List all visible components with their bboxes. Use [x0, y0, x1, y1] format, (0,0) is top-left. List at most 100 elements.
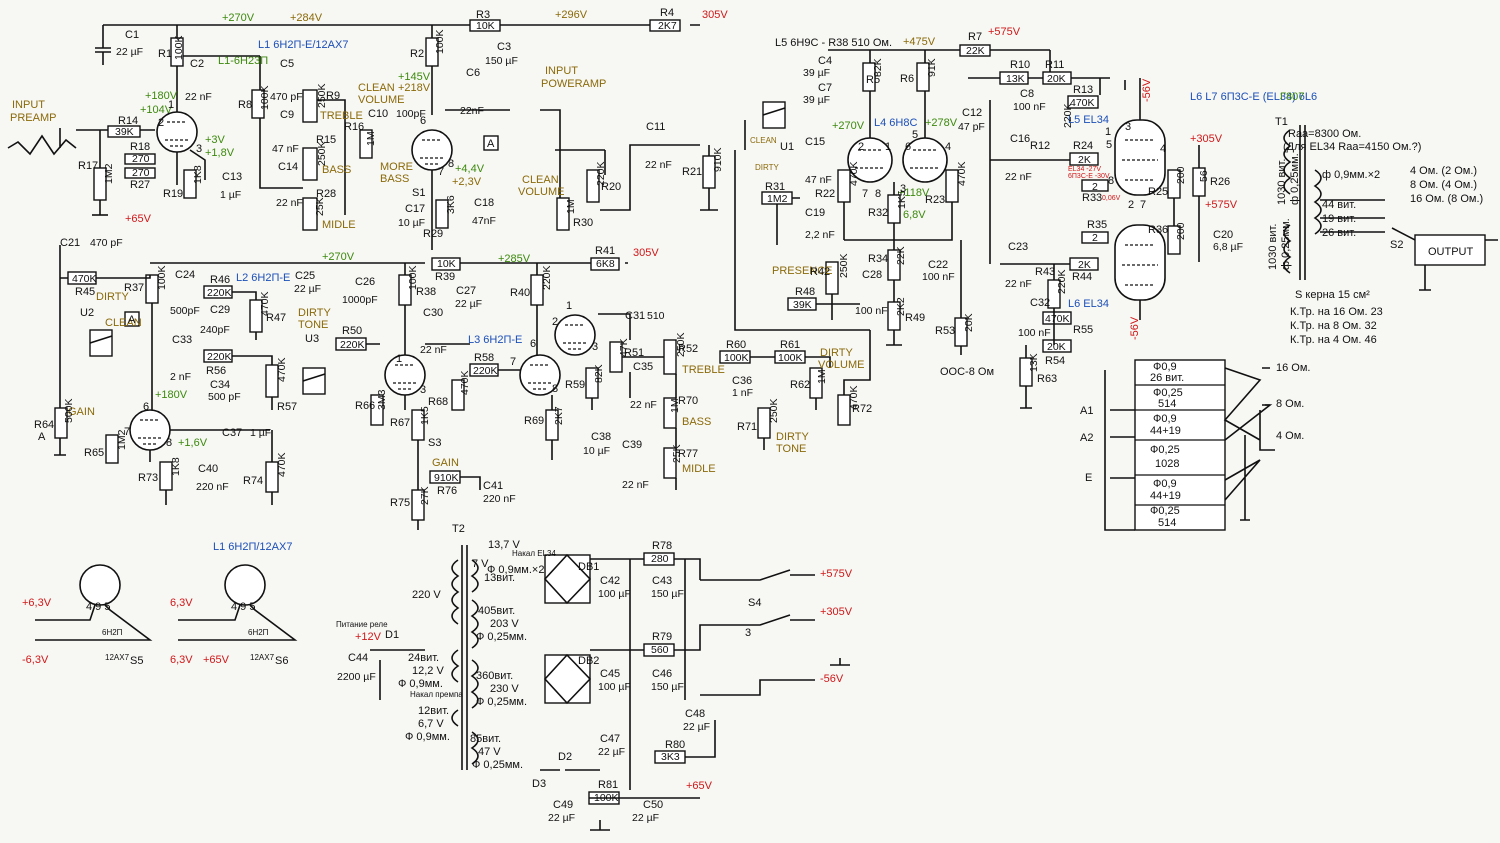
supply-475: +475V — [903, 36, 936, 48]
svg-text:R44: R44 — [1072, 271, 1092, 283]
svg-text:470K: 470K — [1045, 313, 1070, 325]
svg-text:C28: C28 — [862, 269, 882, 281]
svg-text:R60: R60 — [726, 339, 746, 351]
svg-text:U3: U3 — [305, 333, 319, 345]
svg-text:C33: C33 — [172, 334, 192, 346]
svg-text:+2,3V: +2,3V — [452, 176, 482, 188]
svg-text:3: 3 — [900, 183, 906, 195]
svg-text:Ф 0,9мм.: Ф 0,9мм. — [405, 731, 450, 743]
label-clean-volume-b2: VOLUME — [518, 186, 564, 198]
svg-text:47 pF: 47 pF — [958, 121, 985, 133]
svg-text:3: 3 — [745, 627, 751, 639]
svg-text:R26: R26 — [1210, 176, 1230, 188]
svg-text:R65: R65 — [84, 447, 104, 459]
svg-text:405вит.: 405вит. — [478, 605, 515, 617]
svg-text:1030 вит.: 1030 вит. — [1267, 224, 1279, 270]
svg-text:100 nF: 100 nF — [855, 305, 888, 317]
svg-text:1M: 1M — [669, 398, 681, 413]
svg-text:22 nF: 22 nF — [276, 197, 303, 209]
svg-text:R4: R4 — [660, 7, 674, 19]
svg-text:470K: 470K — [848, 385, 860, 410]
svg-text:DB2: DB2 — [578, 655, 599, 667]
svg-text:82K: 82K — [593, 364, 605, 383]
svg-text:56: 56 — [1198, 170, 1210, 182]
svg-text:22 nF: 22 nF — [622, 479, 649, 491]
svg-text:220 V: 220 V — [412, 589, 441, 601]
svg-text:8: 8 — [166, 437, 172, 449]
svg-text:ф 0,9мм.×2: ф 0,9мм.×2 — [1322, 169, 1380, 181]
svg-text:C1: C1 — [125, 29, 139, 41]
svg-text:10 µF: 10 µF — [583, 445, 610, 457]
svg-text:T2: T2 — [452, 523, 465, 535]
svg-text:100pF: 100pF — [396, 108, 426, 120]
svg-text:C10: C10 — [368, 108, 388, 120]
svg-text:C38: C38 — [591, 431, 611, 443]
svg-text:+118V: +118V — [898, 187, 930, 199]
svg-text:E: E — [1085, 472, 1092, 484]
svg-text:220K: 220K — [1056, 269, 1068, 294]
heater-63b: 6,3V — [170, 597, 193, 609]
svg-text:6: 6 — [143, 401, 149, 413]
svg-text:100 µF: 100 µF — [598, 588, 631, 600]
svg-text:250K: 250K — [316, 83, 328, 108]
svg-text:C37: C37 — [222, 427, 242, 439]
svg-text:1K5: 1K5 — [896, 190, 908, 209]
supply-m56: -56V — [1141, 78, 1153, 102]
svg-text:R29: R29 — [423, 228, 443, 240]
svg-text:+145V: +145V — [398, 71, 431, 83]
svg-text:C3: C3 — [497, 41, 511, 53]
label-dirty: DIRTY — [96, 291, 129, 303]
svg-text:R70: R70 — [678, 395, 698, 407]
label-bass: BASS — [322, 164, 351, 176]
svg-text:+104V: +104V — [140, 104, 173, 116]
svg-text:47 nF: 47 nF — [805, 174, 832, 186]
svg-text:S6: S6 — [275, 655, 288, 667]
svg-text:6,8 µF: 6,8 µF — [1213, 241, 1243, 253]
svg-text:C41: C41 — [483, 480, 503, 492]
svg-text:8 Ом. (4 Ом.): 8 Ом. (4 Ом.) — [1410, 179, 1477, 191]
svg-text:22 µF: 22 µF — [294, 283, 321, 295]
svg-text:C30: C30 — [423, 307, 443, 319]
svg-text:Ф0,25: Ф0,25 — [1153, 387, 1183, 399]
svg-text:39K: 39K — [115, 126, 134, 138]
svg-text:R55: R55 — [1073, 324, 1093, 336]
svg-text:26 вит.: 26 вит. — [1322, 227, 1356, 239]
svg-text:470K: 470K — [276, 357, 288, 382]
svg-text:R67: R67 — [390, 417, 410, 429]
svg-text:C7: C7 — [818, 82, 832, 94]
label-presence: PRESENCE — [772, 265, 833, 277]
svg-text:S1: S1 — [412, 187, 425, 199]
svg-text:Накал премпа: Накал премпа — [410, 690, 463, 699]
control-labels: INPUT PREAMP INPUT POWERAMP CLEAN VOLUME… — [10, 65, 1474, 475]
svg-text:25K: 25K — [671, 444, 683, 463]
label-dirty-tone-b2: TONE — [776, 443, 806, 455]
svg-text:R50: R50 — [342, 325, 362, 337]
svg-text:+180V: +180V — [155, 389, 188, 401]
svg-text:250K: 250K — [675, 332, 687, 357]
svg-text:220K: 220K — [541, 265, 553, 290]
svg-text:R49: R49 — [905, 312, 925, 324]
svg-text:R69: R69 — [524, 415, 544, 427]
svg-text:C6: C6 — [466, 67, 480, 79]
svg-text:+270V: +270V — [322, 251, 355, 263]
label-treble: TREBLE — [320, 110, 363, 122]
svg-text:+1,8V: +1,8V — [205, 147, 235, 159]
heater-63c: 6,3V — [170, 654, 193, 666]
label-heater: L1 6Н2П/12AX7 — [213, 541, 292, 553]
svg-text:20K: 20K — [963, 313, 975, 332]
svg-text:220K: 220K — [473, 365, 498, 377]
svg-text:100K: 100K — [259, 85, 271, 110]
svg-text:5: 5 — [1106, 139, 1112, 151]
svg-text:R73: R73 — [138, 472, 158, 484]
svg-text:C13: C13 — [222, 171, 242, 183]
svg-text:100 nF: 100 nF — [1013, 101, 1046, 113]
svg-text:6Н2П: 6Н2П — [248, 628, 269, 637]
svg-text:2: 2 — [1092, 232, 1098, 244]
svg-text:S4: S4 — [748, 597, 761, 609]
svg-text:22 nF: 22 nF — [1005, 171, 1032, 183]
label-l4: L4 6Н8С — [874, 117, 917, 129]
svg-text:1: 1 — [396, 353, 402, 365]
svg-text:A1: A1 — [1080, 405, 1093, 417]
svg-text:C24: C24 — [175, 269, 195, 281]
svg-text:100K: 100K — [434, 29, 446, 54]
